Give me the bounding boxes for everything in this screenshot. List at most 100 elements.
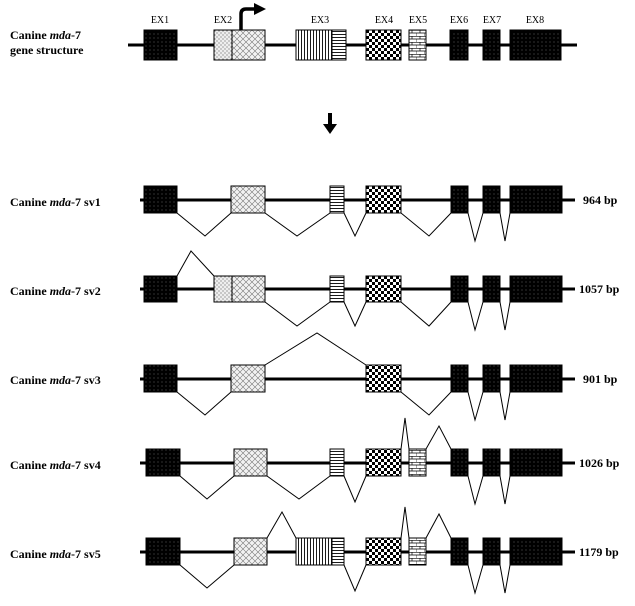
exon-ex3: [329, 448, 345, 477]
exon-ex6: [450, 275, 469, 303]
splice-junction: [467, 475, 484, 506]
splice-junction: [266, 475, 331, 500]
variant-sv1: Canine mda-7 sv1 964 bp: [10, 185, 618, 243]
exon-ex3-a: [295, 29, 333, 61]
exon-label-ex8: EX8: [526, 15, 544, 26]
exon-ex7: [482, 275, 501, 303]
exon-label-ex6: EX6: [450, 15, 468, 26]
exon-ex7: [482, 364, 501, 393]
exon-ex2-a: [213, 275, 233, 303]
exon-label-ex4: EX4: [375, 15, 393, 26]
exon-ex8: [509, 275, 563, 303]
splice-junction: [343, 475, 367, 504]
splice-junction: [467, 301, 484, 332]
splice-junction: [179, 564, 235, 589]
gene-structure: Canine mda-7 gene structure EX1 EX2 EX3 …: [10, 3, 577, 61]
exon-ex8: [509, 448, 563, 477]
splice-junction: [499, 301, 511, 331]
exon-ex1: [143, 364, 178, 393]
exon-label-ex2: EX2: [214, 15, 232, 26]
exon-ex2: [230, 185, 266, 214]
splice-junction: [425, 424, 452, 450]
down-arrow-icon: [323, 113, 337, 134]
variant-label-sv3: Canine mda-7 sv3: [10, 373, 101, 387]
splice-junction: [467, 391, 484, 422]
exon-ex5: [408, 448, 427, 477]
gene-structure-label-line1: Canine mda-7: [10, 28, 81, 42]
exon-ex8: [509, 29, 562, 61]
splice-junction: [400, 506, 410, 539]
exon-ex3-b: [331, 29, 347, 61]
splice-junction: [400, 417, 410, 450]
splice-junction: [343, 301, 367, 328]
variant-label-sv5: Canine mda-7 sv5: [10, 547, 101, 561]
splice-junction: [467, 212, 484, 243]
splice-junction: [467, 564, 484, 595]
exon-ex4: [365, 448, 402, 477]
exon-ex3-b: [331, 537, 345, 566]
exon-label-ex5: EX5: [409, 15, 427, 26]
variant-sv4: Canine mda-7 sv4 1026 bp: [10, 417, 620, 506]
variant-label-sv2: Canine mda-7 sv2: [10, 284, 101, 298]
exon-ex6: [450, 364, 469, 393]
variant-sv3: Canine mda-7 sv3 901 bp: [10, 332, 618, 422]
exon-ex2: [233, 537, 268, 566]
exon-ex3-a: [295, 537, 333, 566]
exon-ex4: [365, 275, 402, 303]
exon-ex1: [145, 537, 181, 566]
variant-size-sv3: 901 bp: [583, 372, 618, 386]
exon-ex3: [329, 185, 345, 214]
exon-ex2: [233, 448, 268, 477]
exon-ex2-b: [231, 29, 266, 61]
exon-ex5: [408, 29, 427, 61]
exon-ex8: [509, 185, 563, 214]
variant-label-sv1: Canine mda-7 sv1: [10, 195, 101, 209]
exon-ex3: [329, 275, 345, 303]
splice-junction: [400, 301, 452, 327]
exon-label-ex1: EX1: [151, 15, 169, 26]
exon-label-ex3: EX3: [311, 15, 329, 26]
exon-ex1: [143, 275, 178, 303]
exon-ex7: [482, 448, 501, 477]
exon-ex7: [482, 537, 501, 566]
variant-label-sv4: Canine mda-7 sv4: [10, 458, 101, 472]
splice-junction: [343, 564, 367, 593]
exon-ex5: [408, 537, 427, 566]
exon-ex8: [509, 537, 563, 566]
variant-size-sv4: 1026 bp: [579, 456, 620, 470]
splice-junction: [179, 475, 235, 500]
exon-ex6: [450, 448, 469, 477]
exon-ex1: [143, 29, 178, 61]
splice-junction: [266, 510, 297, 539]
splice-junction: [264, 212, 331, 237]
splice-junction: [499, 475, 511, 505]
exon-ex4: [365, 537, 402, 566]
splice-junction: [400, 391, 452, 416]
exon-ex7: [482, 29, 501, 61]
splice-junction: [343, 212, 367, 238]
splice-junction: [499, 391, 511, 421]
variant-size-sv1: 964 bp: [583, 193, 618, 207]
splice-junction: [264, 301, 331, 327]
transcription-start-arrow-icon: [239, 3, 266, 30]
exon-ex6: [450, 185, 469, 214]
splice-junction: [264, 332, 367, 366]
exon-ex6: [449, 29, 469, 61]
exon-ex1: [145, 448, 181, 477]
exon-label-ex7: EX7: [483, 15, 501, 26]
splice-junction: [499, 212, 511, 242]
variant-sv5: Canine mda-7 sv5 1179 bp: [10, 506, 619, 595]
variant-size-sv5: 1179 bp: [579, 545, 619, 559]
exon-ex4: [365, 364, 402, 393]
variant-size-sv2: 1057 bp: [579, 282, 620, 296]
exon-ex7: [482, 185, 501, 214]
variant-sv2: Canine mda-7 sv2 1057 bp: [10, 250, 620, 332]
splice-junction: [176, 212, 232, 237]
splice-junction: [425, 512, 452, 539]
exon-ex1: [143, 185, 178, 214]
gene-structure-label-line2: gene structure: [10, 43, 84, 57]
exon-ex6: [450, 537, 469, 566]
splice-junction: [176, 250, 215, 277]
exon-ex8: [509, 364, 563, 393]
